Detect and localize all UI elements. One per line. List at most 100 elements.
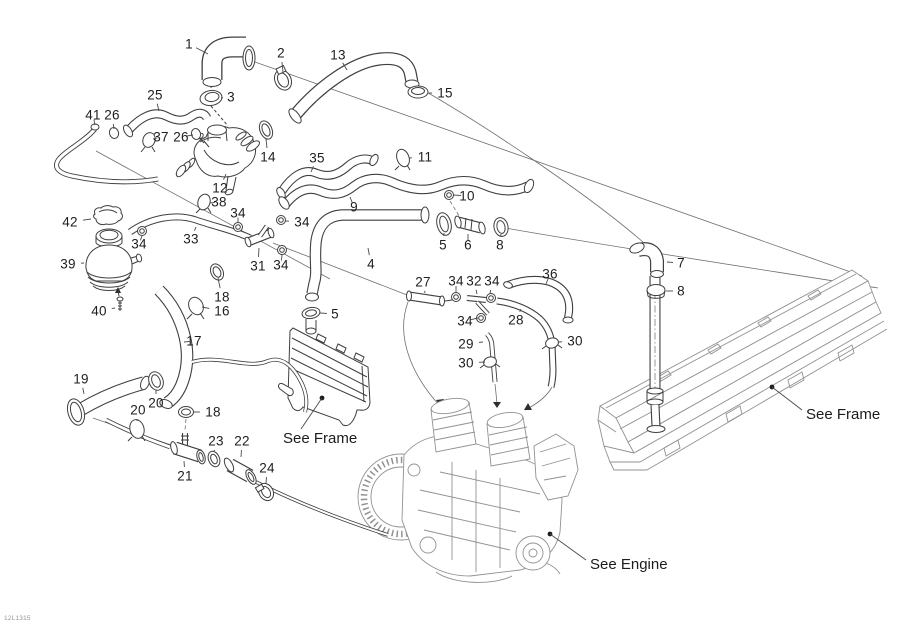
part-callout-5-39: 5: [331, 306, 339, 322]
part-callout-34-17: 34: [230, 205, 246, 221]
part-callout-37-8: 37: [153, 129, 169, 145]
clamp-24: [254, 482, 275, 502]
part-callout-23-50: 23: [208, 433, 224, 449]
tank-cap-42: [93, 205, 123, 226]
rings-26-37: [108, 127, 202, 153]
engine: [357, 397, 579, 583]
diagram-code: 12L1315: [4, 615, 31, 622]
ring-15: [407, 85, 429, 99]
clamps-30: [479, 337, 563, 369]
cap-8: [646, 284, 666, 299]
nut-10: [444, 190, 462, 220]
screw-40: [115, 287, 124, 311]
ring-14: [258, 120, 274, 140]
part-callout-42-18: 42: [62, 214, 78, 230]
elbow-hose-7: [629, 242, 664, 278]
thermostat-housing: [175, 69, 260, 196]
part-callout-34-40: 34: [457, 313, 473, 329]
part-callout-22-51: 22: [234, 433, 250, 449]
part-callout-4-29: 4: [367, 256, 375, 272]
part-callout-31-23: 31: [250, 258, 266, 274]
part-callout-27-30: 27: [415, 274, 431, 290]
clamp-18a: [209, 263, 225, 281]
clamp-11: [394, 148, 411, 171]
part-callout-26-9: 26: [173, 129, 189, 145]
part-callout-10-14: 10: [459, 188, 475, 204]
sleeve-22: [223, 457, 257, 485]
part-callout-39-22: 39: [60, 256, 76, 272]
nuts-34-middle: [451, 292, 496, 323]
clamp-38: [195, 193, 212, 214]
hose-35: [276, 153, 379, 199]
expansion-tank-39: [85, 228, 143, 291]
part-callout-2-1: 2: [277, 45, 285, 61]
part-callout-35-11: 35: [309, 150, 325, 166]
frame-rail: [597, 269, 888, 471]
tee-fitting-31: [244, 224, 275, 248]
part-callout-28-41: 28: [508, 312, 524, 328]
part-callout-11-12: 11: [417, 149, 433, 165]
part-callout-16-37: 16: [214, 303, 230, 319]
overflow-pipe-41: [54, 123, 159, 185]
hose-4: [305, 206, 430, 302]
clamp-5-fitting-6-ring-8: [436, 212, 509, 237]
nuts-34-row: [137, 215, 287, 255]
part-callout-21-53: 21: [177, 468, 193, 484]
part-callout-34-21: 34: [131, 236, 147, 252]
sleeve-27: [406, 290, 453, 307]
part-callout-15-3: 15: [437, 85, 453, 101]
tee-fitting-32: [466, 295, 490, 316]
part-callout-33-20: 33: [183, 231, 199, 247]
part-callout-18-49: 18: [205, 404, 221, 420]
part-callout-30-43: 30: [458, 355, 474, 371]
clamp-2: [273, 64, 293, 91]
elbow-fitting-1: [201, 36, 256, 87]
part-callout-20-48: 20: [130, 402, 146, 418]
part-callout-20-47: 20: [148, 395, 164, 411]
ring-18b: [178, 406, 194, 431]
hose-25: [122, 108, 212, 138]
part-callout-3-5: 3: [227, 89, 235, 105]
part-callout-38-15: 38: [211, 194, 227, 210]
part-callout-40-38: 40: [91, 303, 107, 319]
clamps-20: [127, 371, 164, 442]
hose-33: [127, 213, 252, 242]
part-callout-9-16: 9: [350, 199, 358, 215]
part-callout-34-33: 34: [484, 273, 500, 289]
part-callout-8-35: 8: [677, 283, 685, 299]
part-callout-5-26: 5: [439, 237, 447, 253]
part-callout-8-28: 8: [496, 237, 504, 253]
part-callout-30-44: 30: [567, 333, 583, 349]
hose-9: [278, 173, 535, 210]
part-callout-18-36: 18: [214, 289, 230, 305]
part-callout-36-34: 36: [542, 266, 558, 282]
part-callout-32-32: 32: [466, 273, 482, 289]
hose-36: [503, 275, 574, 324]
part-callout-29-42: 29: [458, 336, 474, 352]
ring-23: [207, 450, 221, 468]
part-callout-34-19: 34: [294, 214, 310, 230]
see-frame-left-label: See Frame: [283, 430, 358, 447]
hose-28: [496, 297, 557, 388]
part-callout-17-45: 17: [186, 333, 202, 349]
part-callout-34-31: 34: [448, 273, 464, 289]
bleed-tube-29: [485, 332, 498, 383]
routing-lines: [92, 61, 879, 446]
cooler-panel: [278, 319, 371, 427]
part-callout-34-24: 34: [273, 257, 289, 273]
part-callout-12-13: 12: [212, 180, 228, 196]
part-callout-26-7: 26: [104, 107, 120, 123]
part-callout-14-10: 14: [260, 149, 276, 165]
hose-13: [288, 52, 420, 124]
hose-19-elbow: [66, 375, 150, 426]
part-callout-41-6: 41: [85, 107, 101, 123]
see-engine-label: See Engine: [590, 556, 668, 573]
clamp-16: [186, 296, 205, 320]
see-frame-right-label: See Frame: [806, 406, 881, 423]
part-callout-1-0: 1: [185, 36, 193, 52]
ring-5b: [301, 306, 321, 320]
part-callout-6-27: 6: [464, 237, 472, 253]
part-callout-24-52: 24: [259, 460, 275, 476]
